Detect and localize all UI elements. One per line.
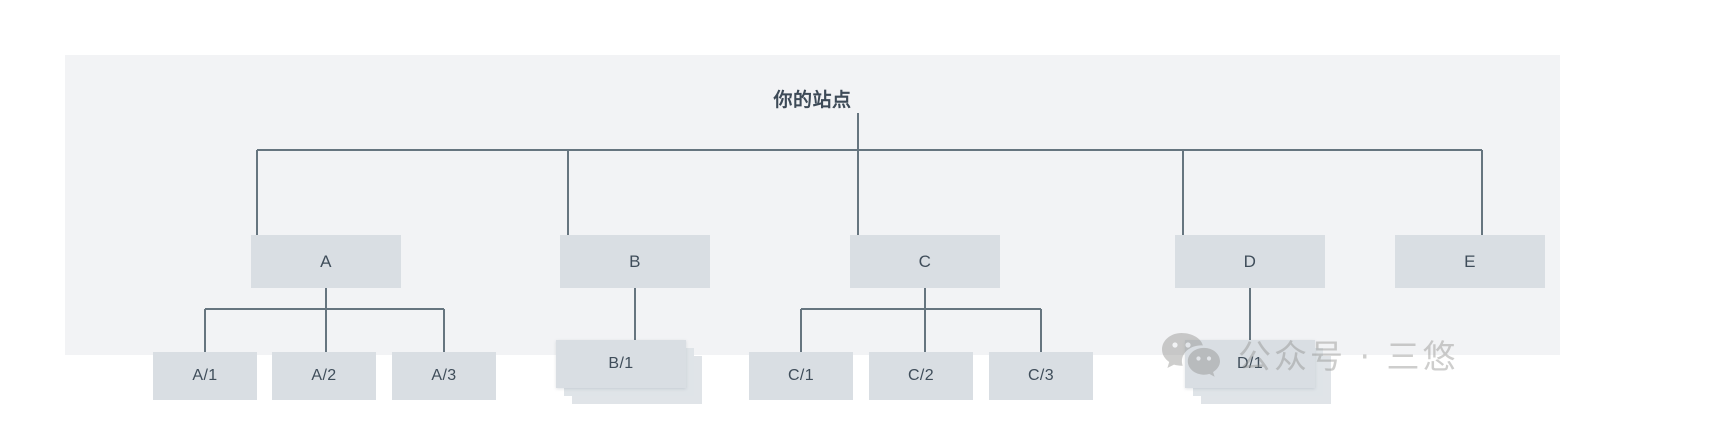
tree-node[interactable]: D (1175, 235, 1325, 288)
tree-node[interactable]: E (1395, 235, 1545, 288)
tree-node[interactable]: A/2 (272, 352, 376, 400)
tree-node[interactable]: A (251, 235, 401, 288)
tree-node[interactable]: C/3 (989, 352, 1093, 400)
tree-node-stacked[interactable]: D/1 (1185, 340, 1331, 404)
tree-node[interactable]: B (560, 235, 710, 288)
tree-node-label: D/1 (1185, 340, 1315, 388)
tree-node[interactable]: C (850, 235, 1000, 288)
tree-connectors (204, 113, 1483, 352)
tree-node[interactable]: C/1 (749, 352, 853, 400)
tree-node[interactable]: A/3 (392, 352, 496, 400)
tree-node[interactable]: C/2 (869, 352, 973, 400)
tree-node[interactable]: A/1 (153, 352, 257, 400)
root-node-label: 你的站点 (773, 90, 852, 111)
tree-node-label: B/1 (556, 340, 686, 388)
site-hierarchy-tree: 你的站点 A B C D E A/1 A/2 A/3 B/1 C/1 C/2 C/3 D/1 (65, 55, 1560, 404)
tree-node-stacked[interactable]: B/1 (556, 340, 702, 404)
